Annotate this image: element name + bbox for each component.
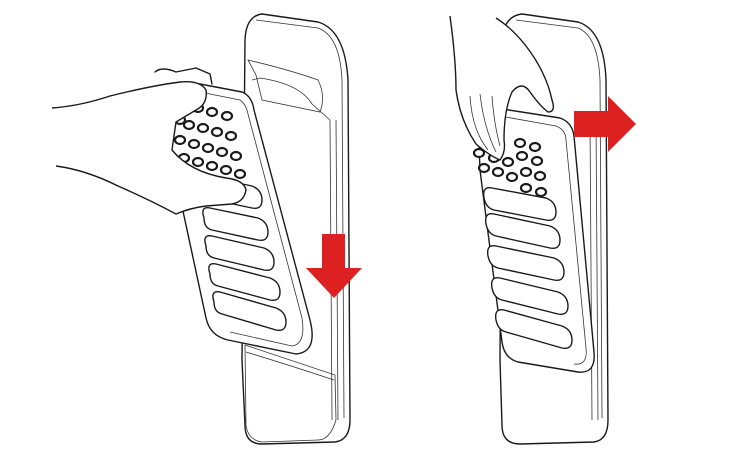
panel-step-2: [449, 13, 636, 445]
right-arrow-icon: [574, 96, 636, 152]
hand: [449, 15, 555, 161]
grille-slots: [482, 187, 573, 350]
panel-step-1: [51, 13, 362, 445]
down-arrow-icon: [306, 234, 362, 298]
hand: [51, 80, 247, 215]
